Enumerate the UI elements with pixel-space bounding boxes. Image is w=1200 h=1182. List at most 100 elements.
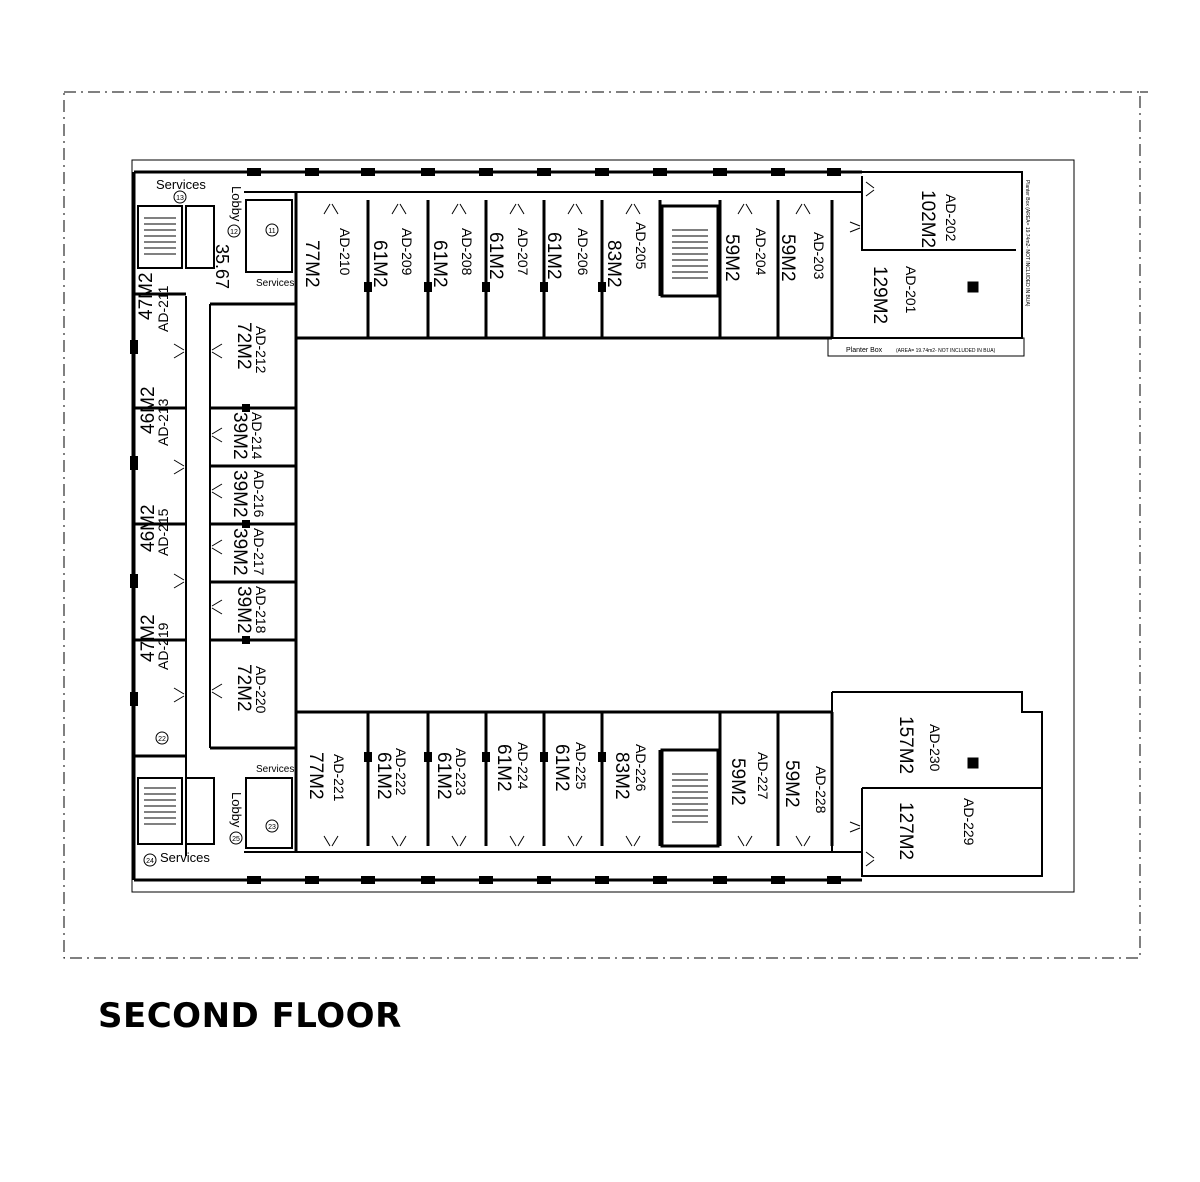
unit-area: 102M2 bbox=[917, 190, 938, 248]
unit-area: 59M2 bbox=[781, 760, 802, 808]
unit-id: AD-223 bbox=[453, 748, 469, 796]
unit-ad-222: AD-222 61M2 bbox=[373, 748, 409, 800]
unit-id: AD-203 bbox=[811, 232, 827, 280]
unit-ad-212: AD-212 72M2 bbox=[233, 322, 269, 374]
left-wing-partitions bbox=[134, 292, 296, 758]
floor-plan: AD-210 77M2 AD-209 61M2 AD-208 61M2 AD-2… bbox=[63, 91, 1148, 959]
unit-area: 127M2 bbox=[895, 802, 916, 860]
svg-text:23: 23 bbox=[268, 824, 276, 831]
unit-id: AD-211 bbox=[155, 285, 171, 332]
unit-id: AD-214 bbox=[249, 412, 265, 460]
unit-ad-207: AD-207 61M2 bbox=[485, 228, 531, 280]
unit-area: 39M2 bbox=[229, 412, 250, 460]
unit-area: 77M2 bbox=[305, 752, 326, 800]
services-label-top-small: Services bbox=[256, 278, 294, 289]
unit-id: AD-224 bbox=[515, 742, 531, 790]
unit-area: 39M2 bbox=[233, 586, 254, 634]
unit-ad-208: AD-208 61M2 bbox=[429, 228, 475, 288]
unit-id: AD-229 bbox=[961, 798, 977, 846]
unit-id: AD-228 bbox=[813, 766, 829, 814]
unit-area: 61M2 bbox=[373, 752, 394, 800]
unit-ad-228: AD-228 59M2 bbox=[781, 760, 829, 814]
unit-id: AD-204 bbox=[753, 228, 769, 276]
planter-box-side-note: Planter Box (AREA= 19.74m2- NOT INCLUDED… bbox=[1024, 180, 1030, 307]
unit-ad-206: AD-206 61M2 bbox=[543, 228, 591, 280]
services-label-bottom-small: Services bbox=[256, 764, 294, 775]
unit-ad-219: AD-219 47M2 bbox=[138, 614, 171, 670]
planter-box-label: Planter Box bbox=[846, 347, 883, 354]
unit-id: AD-230 bbox=[927, 724, 943, 772]
unit-area: 47M2 bbox=[136, 272, 157, 320]
unit-area: 46M2 bbox=[138, 386, 159, 434]
unit-ad-214: AD-214 39M2 bbox=[229, 412, 265, 460]
unit-area: 83M2 bbox=[603, 240, 624, 288]
unit-ad-209: AD-209 61M2 bbox=[369, 228, 415, 288]
unit-id: AD-227 bbox=[755, 752, 771, 800]
unit-ad-226: AD-226 83M2 bbox=[611, 744, 649, 800]
svg-text:25: 25 bbox=[232, 836, 240, 843]
unit-ad-205: AD-205 83M2 bbox=[603, 222, 649, 288]
unit-id: AD-213 bbox=[155, 398, 171, 446]
svg-text:22: 22 bbox=[158, 736, 166, 743]
planter-box-note: (AREA= 19.74m2- NOT INCLUDED IN BUA) bbox=[896, 348, 996, 354]
unit-ad-223: AD-223 61M2 bbox=[433, 748, 469, 800]
marker-13: 13 bbox=[173, 190, 187, 204]
unit-area: 61M2 bbox=[485, 232, 506, 280]
unit-area: 61M2 bbox=[429, 240, 450, 288]
unit-area: 59M2 bbox=[721, 234, 742, 282]
unit-ad-210: AD-210 77M2 bbox=[301, 228, 353, 288]
unit-id: AD-210 bbox=[337, 228, 353, 276]
lobby-label-top: Lobby bbox=[229, 186, 244, 222]
unit-ad-229: AD-229 127M2 bbox=[895, 798, 977, 860]
unit-area: 72M2 bbox=[233, 664, 254, 712]
unit-ad-216: AD-216 39M2 bbox=[229, 470, 267, 518]
unit-ad-202: AD-202 102M2 bbox=[917, 190, 959, 248]
unit-id: AD-202 bbox=[943, 194, 959, 242]
unit-area: 61M2 bbox=[369, 240, 390, 288]
unit-area: 61M2 bbox=[543, 232, 564, 280]
lobby-label-bottom: Lobby bbox=[229, 792, 244, 828]
unit-ad-213: AD-213 46M2 bbox=[138, 386, 171, 446]
unit-area: 39M2 bbox=[229, 470, 250, 518]
floor-title: SECOND FLOOR bbox=[98, 996, 402, 1036]
unit-id: AD-222 bbox=[393, 748, 409, 796]
unit-id: AD-217 bbox=[251, 528, 267, 576]
unit-id: AD-212 bbox=[253, 326, 269, 374]
columns bbox=[130, 168, 841, 884]
unit-ad-203: AD-203 59M2 bbox=[777, 232, 827, 282]
unit-area: 83M2 bbox=[611, 752, 632, 800]
unit-id: AD-218 bbox=[253, 586, 269, 634]
marker-11: 11 bbox=[265, 223, 279, 237]
marker-25: 25 bbox=[229, 831, 243, 845]
lobby-area-top: 35.67 bbox=[212, 244, 232, 289]
marker-24: 24 bbox=[143, 853, 157, 867]
marker-23: 23 bbox=[265, 819, 279, 833]
stair-cores bbox=[137, 199, 720, 849]
unit-id: AD-221 bbox=[331, 754, 347, 802]
unit-area: 72M2 bbox=[233, 322, 254, 370]
unit-id: AD-219 bbox=[155, 622, 171, 670]
unit-area: 46M2 bbox=[138, 504, 159, 552]
unit-id: AD-201 bbox=[903, 266, 919, 314]
door-swings bbox=[173, 181, 875, 867]
svg-text:11: 11 bbox=[268, 228, 275, 235]
unit-ad-221: AD-221 77M2 bbox=[305, 752, 347, 802]
unit-ad-217: AD-217 39M2 bbox=[229, 528, 267, 576]
unit-id: AD-215 bbox=[155, 508, 171, 556]
svg-text:13: 13 bbox=[176, 195, 184, 202]
top-row-partitions bbox=[294, 192, 834, 338]
unit-ad-225: AD-225 61M2 bbox=[551, 742, 589, 792]
stair-treads bbox=[144, 217, 708, 825]
unit-area: 61M2 bbox=[493, 744, 514, 792]
bottom-right-block bbox=[831, 691, 1043, 877]
unit-id: AD-220 bbox=[253, 666, 269, 714]
unit-area: 61M2 bbox=[433, 752, 454, 800]
unit-ad-204: AD-204 59M2 bbox=[721, 228, 769, 282]
top-right-block bbox=[827, 171, 1025, 357]
unit-id: AD-226 bbox=[633, 744, 649, 792]
unit-id: AD-207 bbox=[515, 228, 531, 276]
unit-ad-211: AD-211 47M2 bbox=[136, 272, 171, 332]
unit-area: 61M2 bbox=[551, 744, 572, 792]
unit-area: 59M2 bbox=[727, 758, 748, 806]
unit-area: 157M2 bbox=[895, 716, 916, 774]
